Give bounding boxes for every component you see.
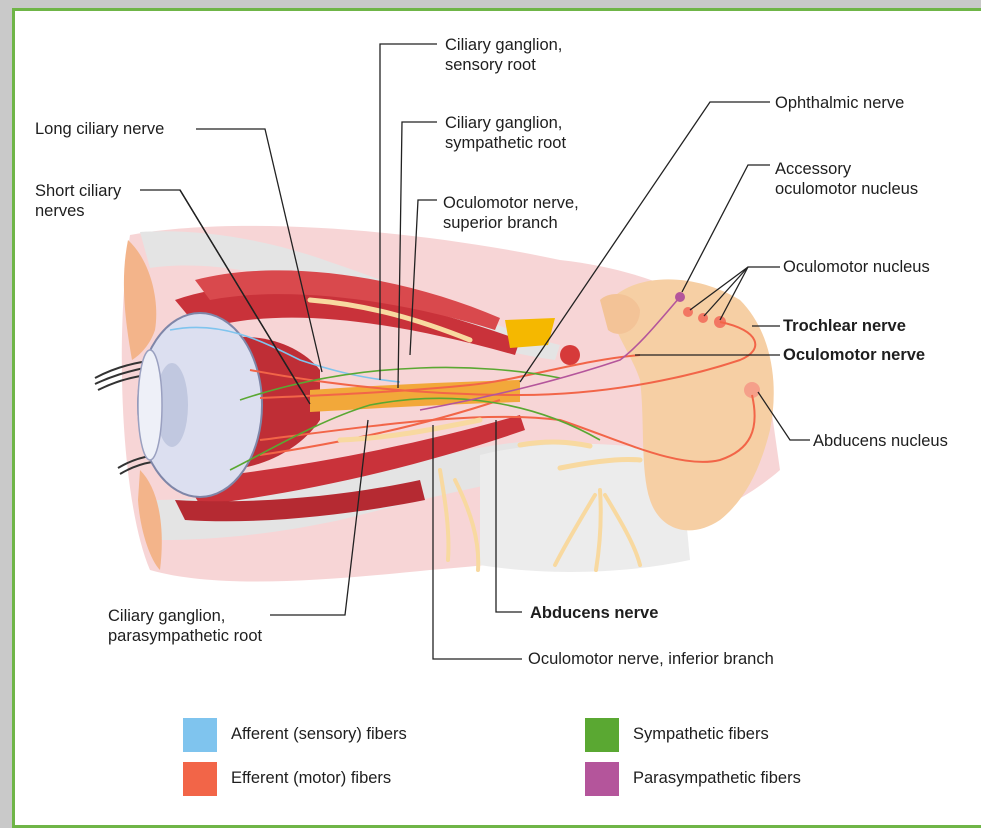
label-ophthalmic-nerve: Ophthalmic nerve (775, 93, 904, 113)
legend-parasympathetic-label: Parasympathetic fibers (633, 769, 801, 788)
label-trochlear-nerve: Trochlear nerve (783, 316, 906, 336)
label-oculomotor-nerve-inferior-branch: Oculomotor nerve, inferior branch (528, 649, 774, 669)
ciliary-ganglion (505, 318, 555, 348)
label-short-ciliary-nerves: Short ciliary nerves (35, 181, 121, 221)
label-oculomotor-nucleus: Oculomotor nucleus (783, 257, 930, 277)
leader-accessory-nucleus (682, 165, 770, 292)
label-oculomotor-nerve-superior-branch: Oculomotor nerve, superior branch (443, 193, 579, 233)
legend-afferent-label: Afferent (sensory) fibers (231, 725, 407, 744)
label-ciliary-ganglion-sympathetic-root: Ciliary ganglion, sympathetic root (445, 113, 566, 153)
legend-efferent-swatch (183, 762, 217, 796)
label-abducens-nucleus: Abducens nucleus (813, 431, 948, 451)
oculomotor-nucleus-dot-2 (698, 313, 708, 323)
legend-efferent-label: Efferent (motor) fibers (231, 769, 391, 788)
legend-sympathetic-swatch (585, 718, 619, 752)
cornea (138, 350, 162, 460)
legend-sympathetic-label: Sympathetic fibers (633, 725, 769, 744)
label-accessory-oculomotor-nucleus: Accessory oculomotor nucleus (775, 159, 918, 199)
label-oculomotor-nerve: Oculomotor nerve (783, 345, 925, 365)
label-long-ciliary-nerve: Long ciliary nerve (35, 119, 164, 139)
legend-parasympathetic-swatch (585, 762, 619, 796)
internal-carotid-artery (560, 345, 580, 365)
label-abducens-nerve: Abducens nerve (530, 603, 658, 623)
legend-afferent-swatch (183, 718, 217, 752)
label-ciliary-ganglion-parasympathetic-root: Ciliary ganglion, parasympathetic root (108, 606, 262, 646)
label-ciliary-ganglion-sensory-root: Ciliary ganglion, sensory root (445, 35, 562, 75)
